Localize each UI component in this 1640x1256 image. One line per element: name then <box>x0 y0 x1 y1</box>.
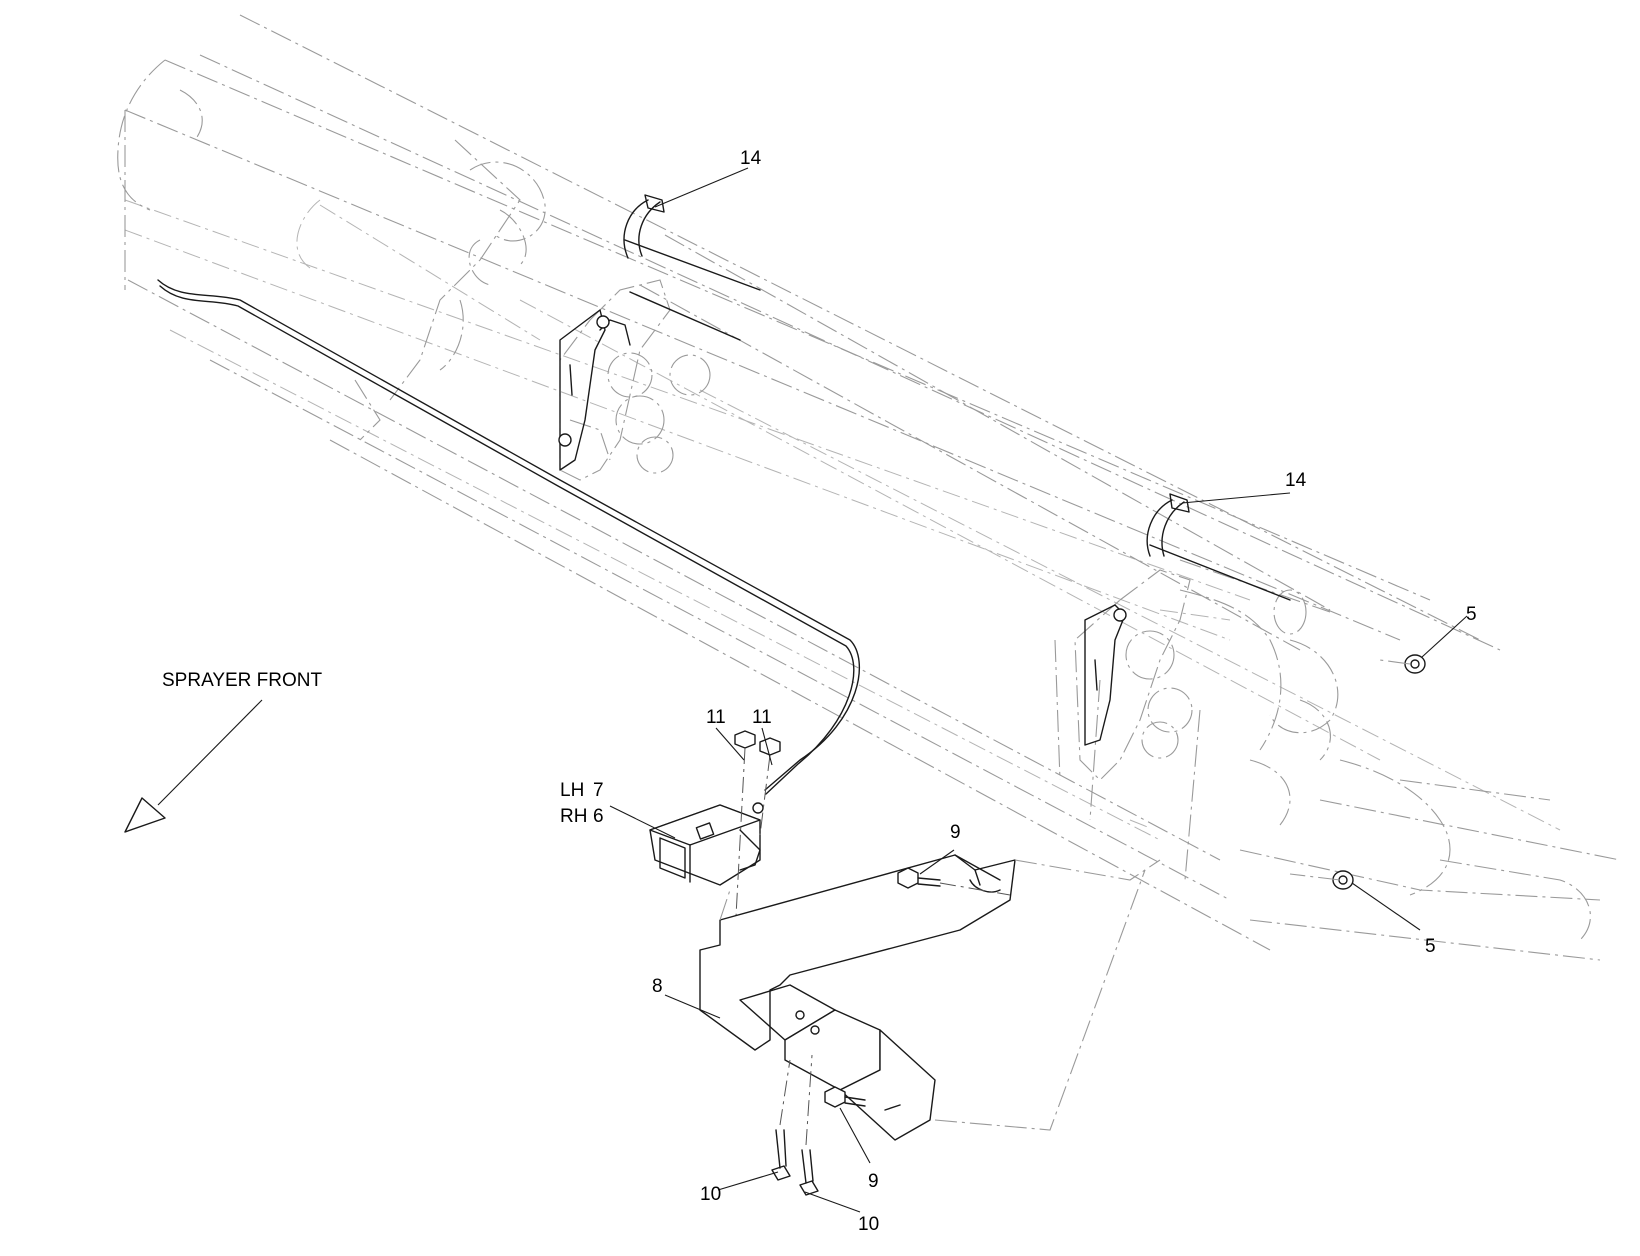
callout-14-lower: 14 <box>1285 470 1307 491</box>
assembly-lines <box>719 659 1411 1131</box>
mounting-bracket <box>699 854 1016 1141</box>
boom-clamp-upper <box>623 194 761 341</box>
bolt-lower <box>824 1086 866 1108</box>
spacers <box>1332 654 1426 890</box>
callout-9-upper: 9 <box>950 822 961 843</box>
label-rh: RH <box>560 806 587 827</box>
sensor-cable <box>157 279 861 795</box>
callout-8: 8 <box>652 976 663 997</box>
bolt-upper <box>897 867 1011 896</box>
hex-nuts <box>734 730 781 936</box>
callout-5-upper: 5 <box>1466 604 1477 625</box>
callout-10-left: 10 <box>700 1184 721 1205</box>
callout-7: 7 <box>593 780 604 801</box>
callout-11-left: 11 <box>706 707 726 728</box>
boom-frame-phantom <box>117 14 1621 961</box>
callout-9-lower: 9 <box>868 1171 879 1192</box>
label-lh: LH <box>560 780 584 801</box>
leader-lines <box>609 167 1468 1213</box>
callout-11-right: 11 <box>752 707 772 728</box>
nozzle-bracket-upper <box>558 309 631 471</box>
boom-clamp-lower <box>1146 493 1291 601</box>
callout-5-lower: 5 <box>1425 936 1436 957</box>
nozzle-bracket-lower <box>1084 604 1127 746</box>
screws <box>771 1054 819 1196</box>
callout-6: 6 <box>593 806 604 827</box>
callout-14-upper: 14 <box>740 148 762 169</box>
callout-10-right: 10 <box>858 1214 879 1235</box>
direction-arrow-icon <box>124 797 166 833</box>
sprayer-front-label: SPRAYER FRONT <box>162 670 323 691</box>
callout-numbers: 14 14 5 5 11 11 LH 7 RH 6 9 9 8 10 10 <box>560 148 1477 1235</box>
sensor-module <box>649 802 764 886</box>
sprayer-front-indicator: SPRAYER FRONT <box>124 670 323 833</box>
